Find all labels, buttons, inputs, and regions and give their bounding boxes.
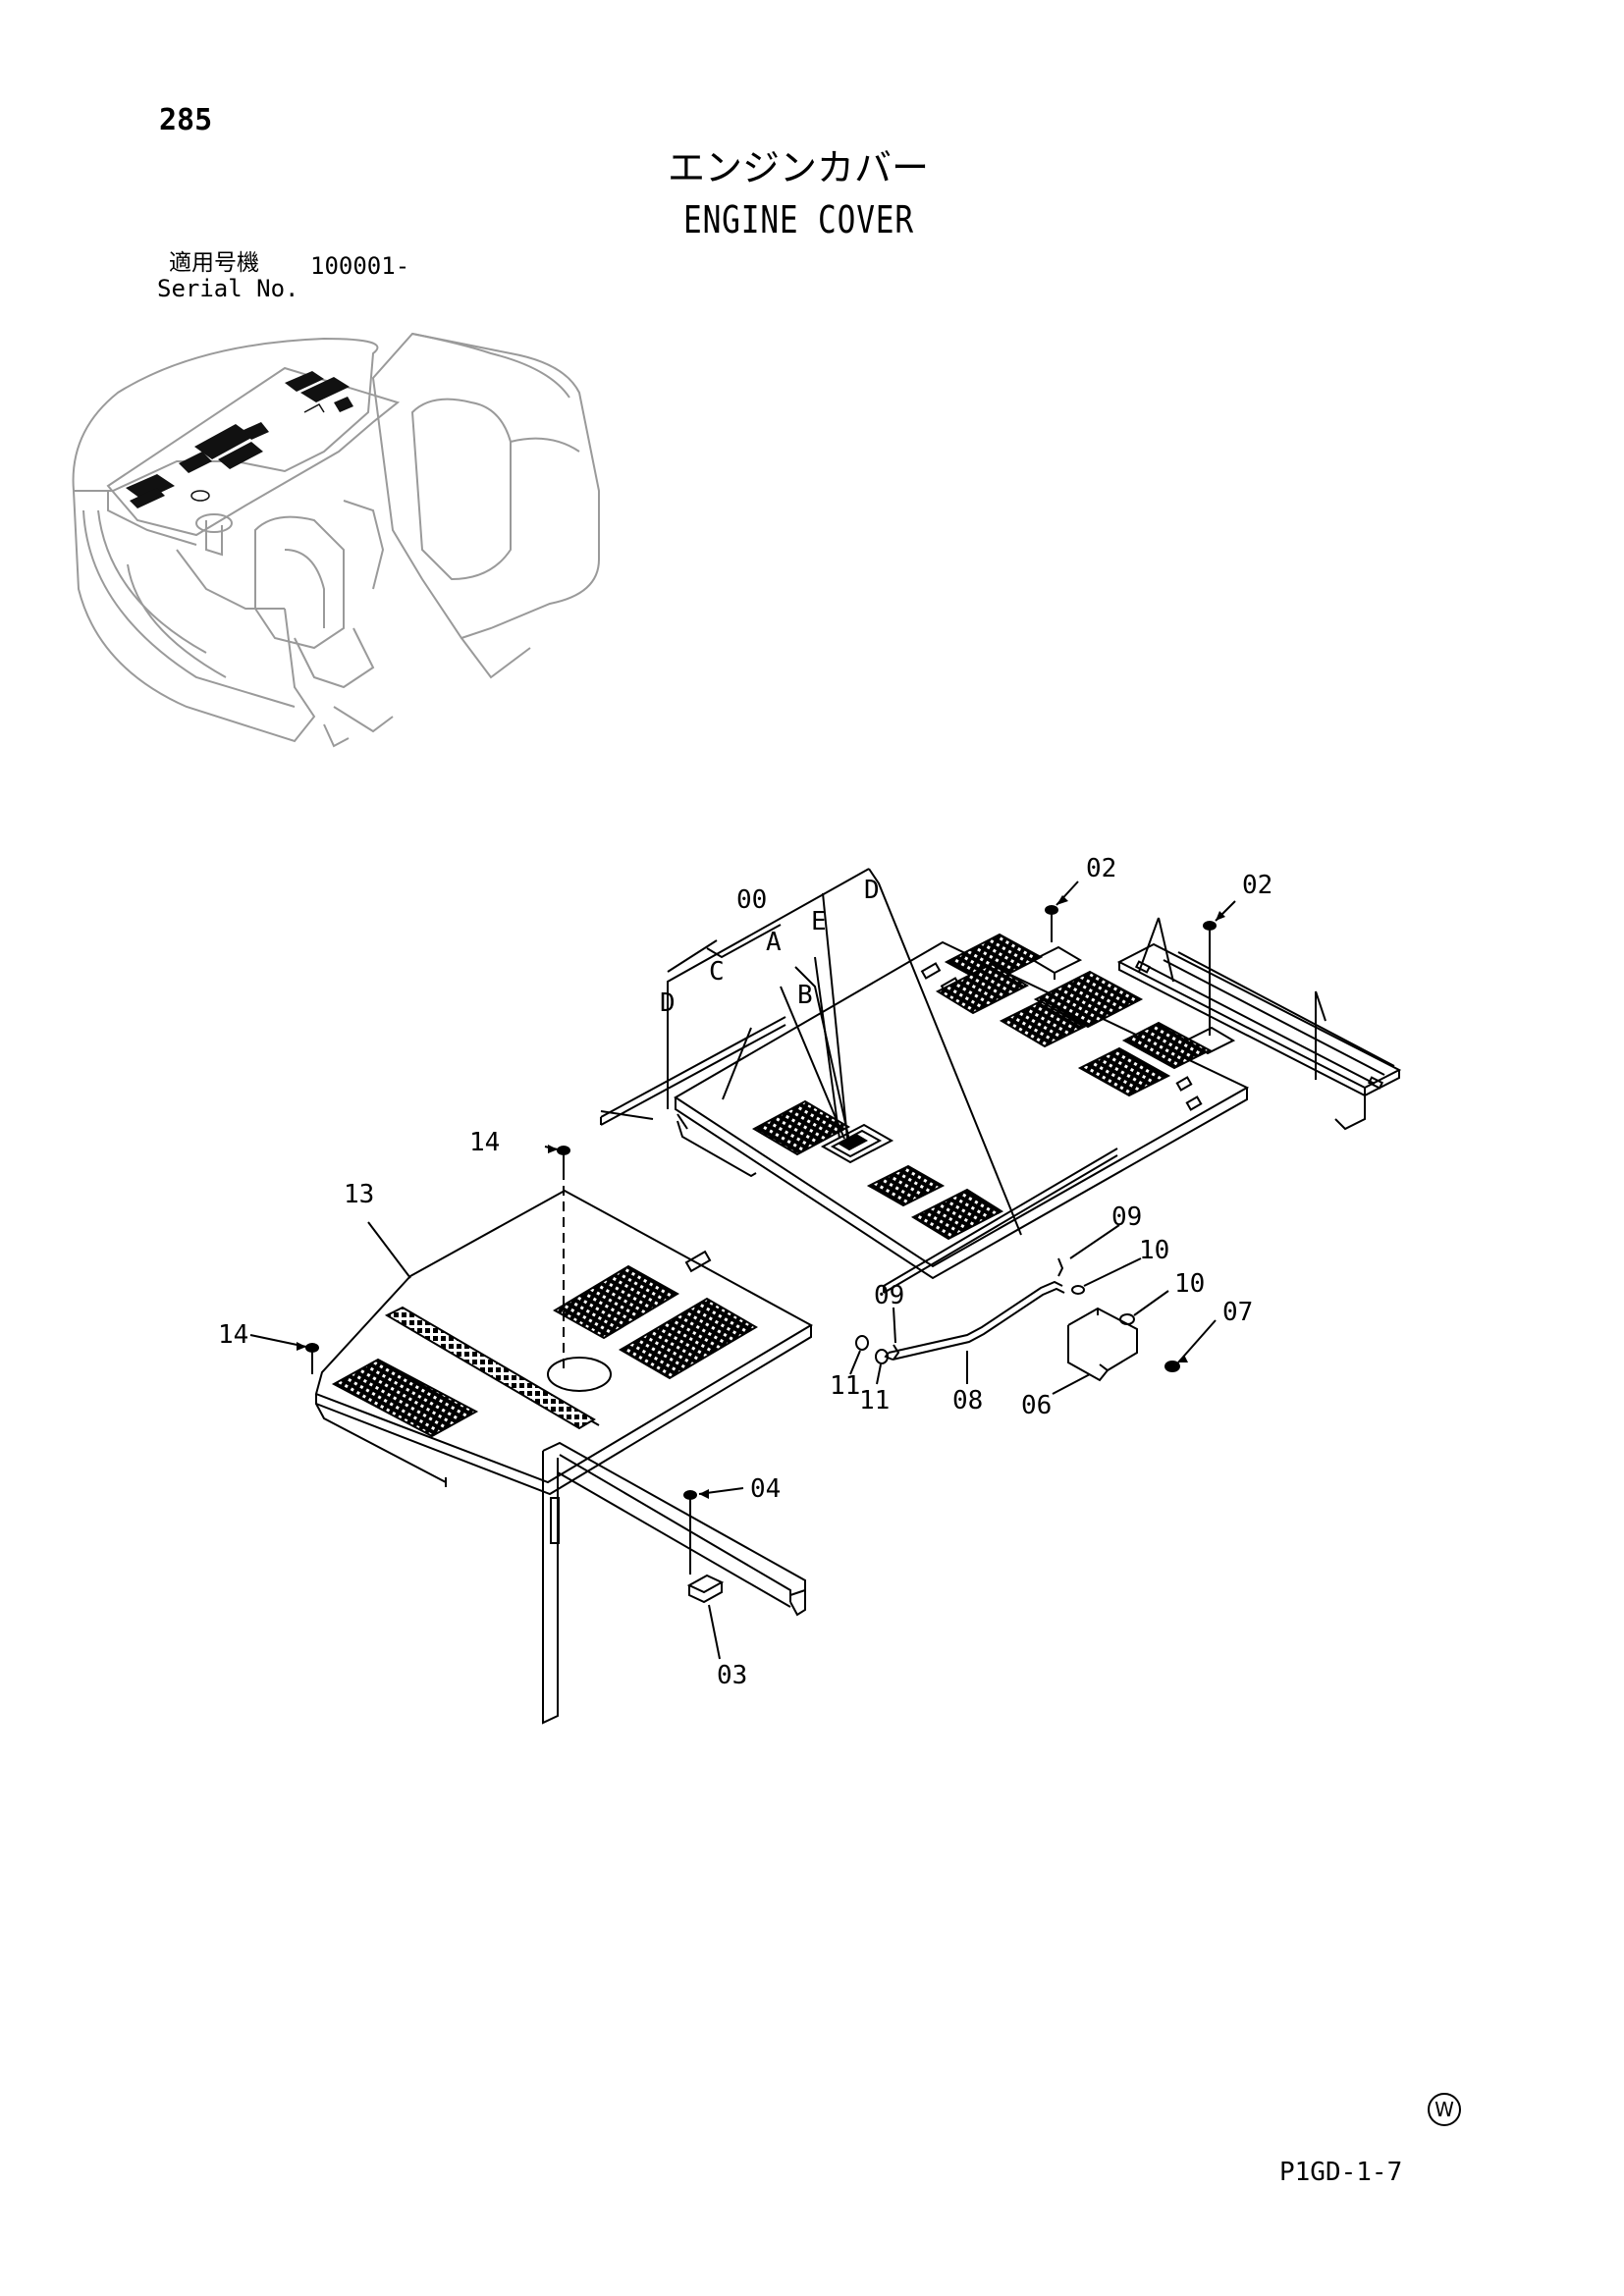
angle-post [542,1441,806,1725]
serial-number-value: 100001- [310,252,410,280]
overview-cover-panels [126,371,353,508]
bolt-shanks [311,913,1211,1575]
serial-label-english: Serial No. [157,275,299,302]
washers [855,1257,1135,1364]
callout-06: 06 [1021,1391,1052,1420]
callout-14-lower: 14 [218,1320,248,1350]
callout-02-left: 02 [1086,854,1116,883]
callout-07: 07 [1222,1298,1253,1327]
callout-11-left: 11 [830,1371,860,1401]
hinge-plate-upper [1030,945,1083,980]
figure-code: P1GD-1-7 [1279,2158,1403,2187]
bracket-06 [1067,1307,1138,1382]
callout-10-upper: 10 [1139,1236,1169,1265]
callout-11-right: 11 [859,1386,890,1415]
bracket-03 [686,1574,725,1604]
right-hinge-bracket [1116,942,1402,1131]
latch-housing [820,1123,894,1164]
callout-d-left: D [660,988,676,1018]
seal-strip-c [677,1120,757,1178]
callout-02-right: 02 [1242,871,1272,900]
title-english: ENGINE COVER [683,198,914,241]
callout-labels: 00 A B C D D E 02 02 03 04 06 07 08 09 0… [218,854,1272,1690]
serial-label-japanese: 適用号機 [169,250,259,276]
leader-arrowheads [297,895,1225,1499]
callout-04: 04 [750,1474,781,1504]
title-japanese: エンジンカバー [668,146,930,189]
latch-rod-08 [884,1280,1065,1361]
engine-cover-drawing [249,868,1402,1725]
callout-13: 13 [344,1180,374,1209]
callout-b: B [797,981,813,1010]
seal-strip-right [883,1148,1118,1294]
callout-03: 03 [717,1661,747,1690]
callout-c: C [709,957,725,987]
callout-a: A [766,928,782,957]
lower-panel-grilles [331,1264,758,1438]
callout-09-lower: 09 [874,1281,904,1310]
callout-08: 08 [952,1386,983,1415]
hinge-plate-lower [1183,1026,1236,1055]
callout-d-right: D [864,876,880,905]
page-number: 285 [159,103,213,137]
seal-strip-left [600,1016,786,1126]
callout-e: E [811,907,827,936]
callout-10-lower: 10 [1174,1269,1205,1299]
upper-panel-grilles [751,933,1213,1241]
machine-overview-illustration [72,332,600,748]
upper-engine-cover-panel [674,940,1250,1280]
w-mark-icon: W [1428,2093,1461,2126]
callout-14-upper: 14 [469,1128,500,1157]
callout-00: 00 [736,885,767,915]
callout-09-upper: 09 [1111,1202,1142,1232]
